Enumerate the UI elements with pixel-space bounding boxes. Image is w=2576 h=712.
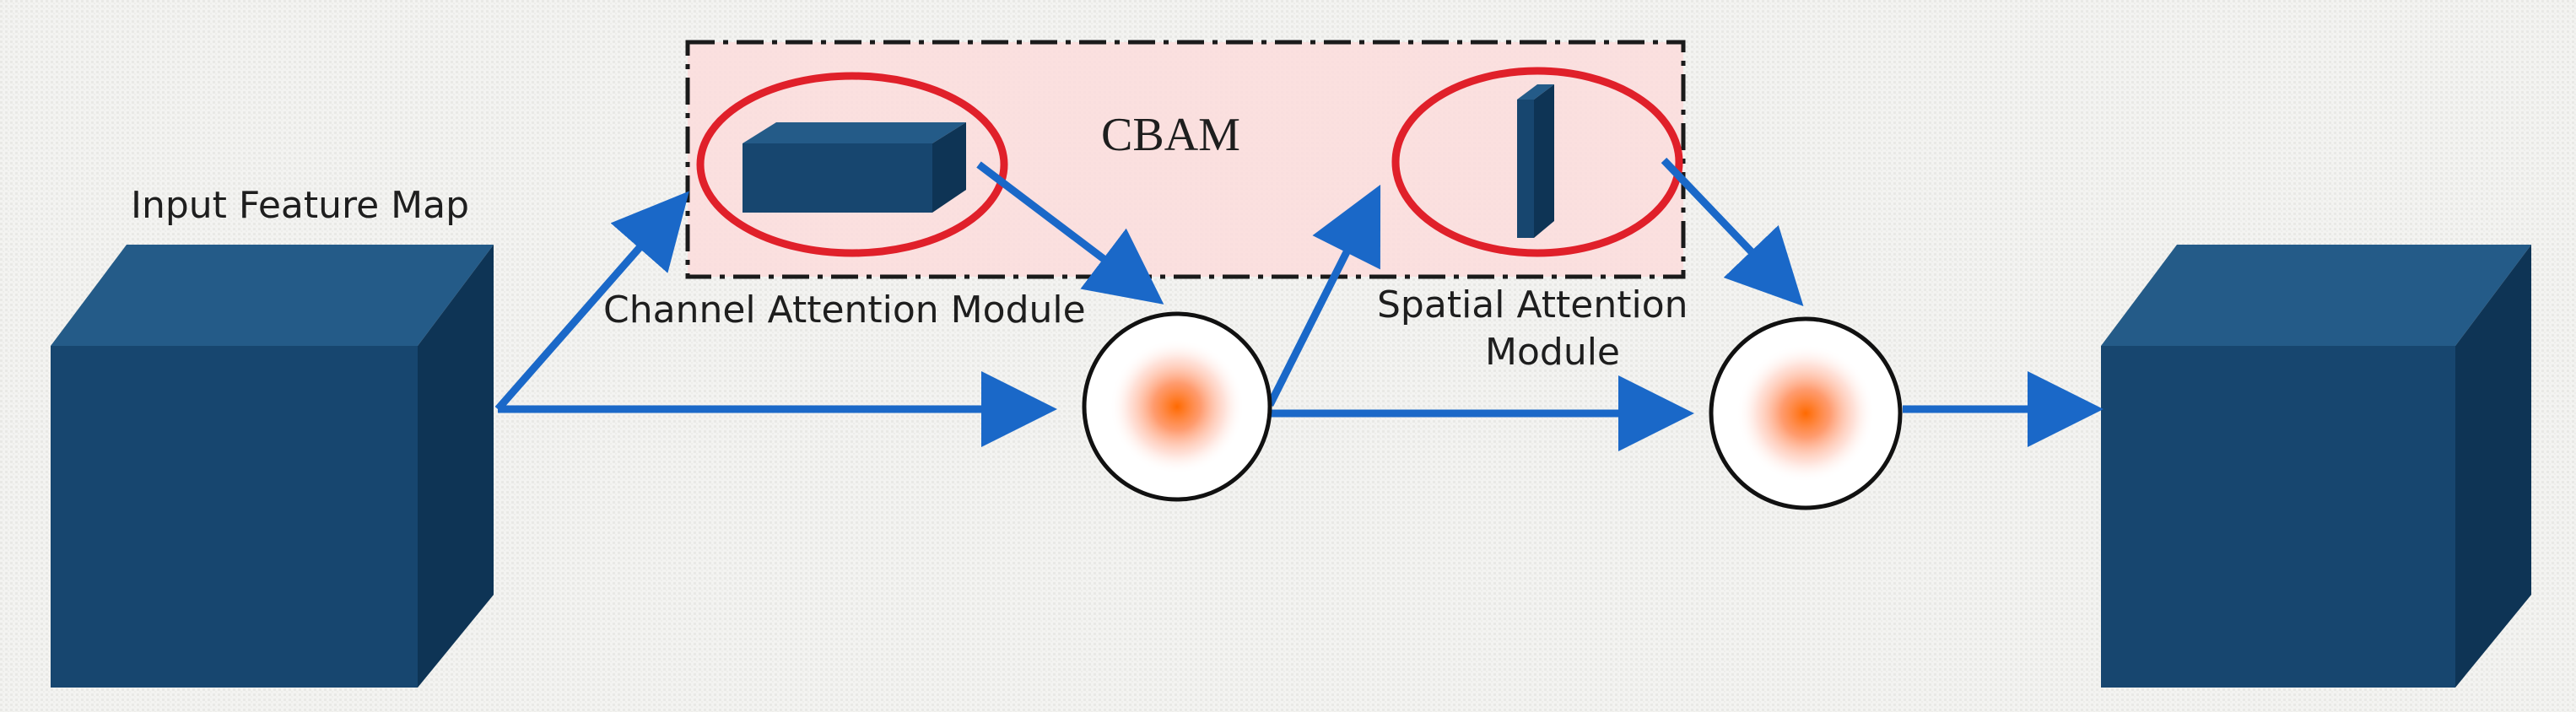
- spatial-attention-module-label-line1: Spatial Attention: [1377, 283, 1688, 326]
- arrow-multiply1-to-spatial: [1266, 184, 1381, 407]
- flow-arrows: [494, 157, 2103, 451]
- spatial-attention-module-label-line2: Module: [1485, 331, 1620, 374]
- multiply-node-1-icon: [1082, 311, 1272, 502]
- arrow-channel-to-multiply1: [976, 161, 1164, 305]
- channel-attention-module-label: Channel Attention Module: [603, 289, 1086, 332]
- output-cube-icon: [2101, 245, 2531, 688]
- spatial-slab-icon: [1517, 84, 1554, 238]
- channel-highlight-ellipse: [696, 72, 1008, 257]
- input-feature-map-label: Input Feature Map: [131, 184, 469, 227]
- channel-bar-icon: [743, 122, 966, 213]
- input-cube-icon: [51, 245, 494, 688]
- spatial-highlight-ellipse: [1391, 67, 1683, 257]
- multiply-node-2-icon: [1709, 316, 1903, 510]
- cbam-label: CBAM: [1101, 109, 1240, 161]
- arrow-spatial-to-multiply2: [1661, 157, 1804, 307]
- arrow-input-to-channel: [494, 191, 689, 412]
